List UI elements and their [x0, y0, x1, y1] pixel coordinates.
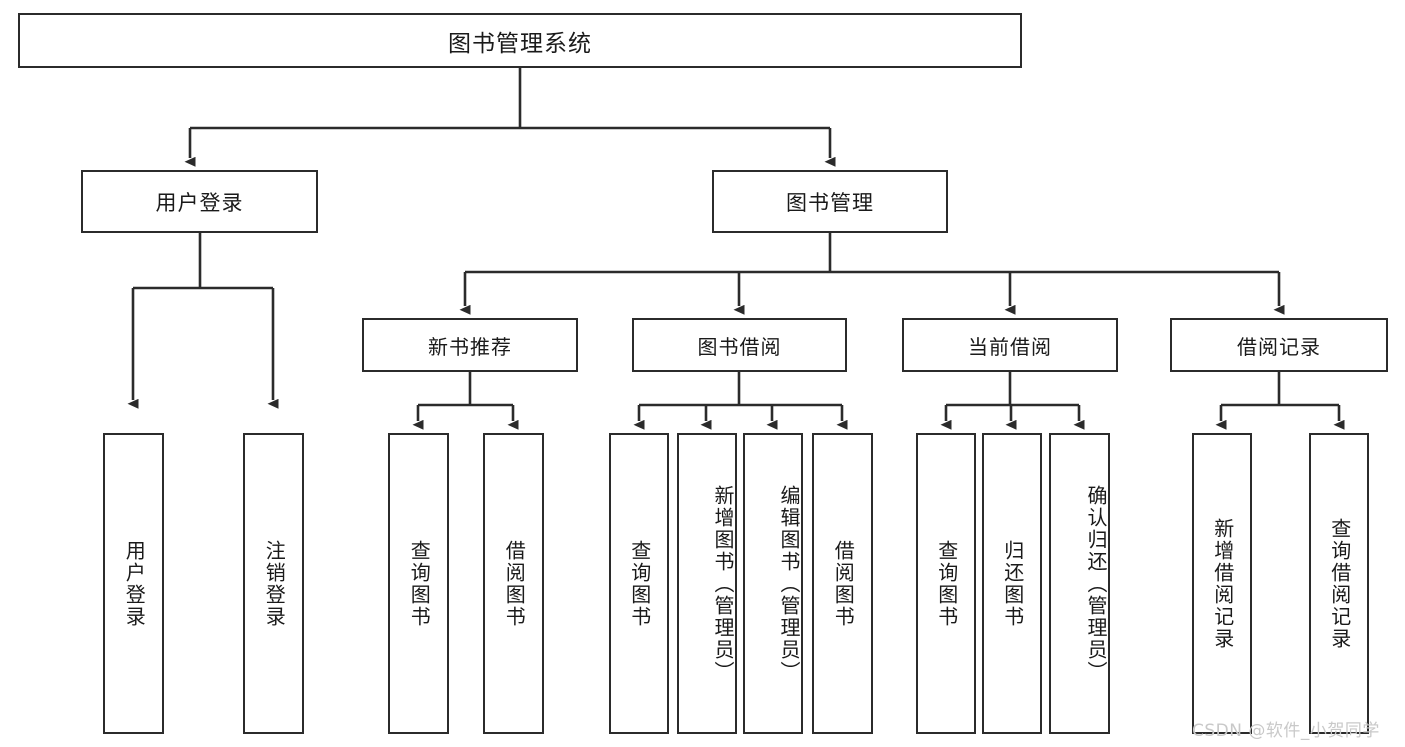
leaf-return-book[interactable]: 归还图书 — [982, 433, 1042, 734]
leaf-borrow-book[interactable]: 借阅图书 — [812, 433, 873, 734]
leaf-confirm-return-admin[interactable]: 确认归还（管理员） — [1049, 433, 1110, 734]
leaf-query-book-borrow[interactable]: 查询图书 — [609, 433, 669, 734]
leaf-borrow-book-newbook[interactable]: 借阅图书 — [483, 433, 544, 734]
node-book-borrow[interactable]: 图书借阅 — [632, 318, 847, 372]
leaf-query-book-current[interactable]: 查询图书 — [916, 433, 976, 734]
node-book-management[interactable]: 图书管理 — [712, 170, 948, 233]
leaf-query-book-newbook[interactable]: 查询图书 — [388, 433, 449, 734]
leaf-logout[interactable]: 注销登录 — [243, 433, 304, 734]
leaf-edit-book-admin[interactable]: 编辑图书（管理员） — [743, 433, 803, 734]
node-user-login[interactable]: 用户登录 — [81, 170, 318, 233]
leaf-query-borrow-record[interactable]: 查询借阅记录 — [1309, 433, 1369, 734]
node-borrow-record[interactable]: 借阅记录 — [1170, 318, 1388, 372]
node-new-book-recommend[interactable]: 新书推荐 — [362, 318, 578, 372]
leaf-user-login[interactable]: 用户登录 — [103, 433, 164, 734]
leaf-add-borrow-record[interactable]: 新增借阅记录 — [1192, 433, 1252, 734]
node-root[interactable]: 图书管理系统 — [18, 13, 1022, 68]
leaf-add-book-admin[interactable]: 新增图书（管理员） — [677, 433, 737, 734]
watermark-csdn: CSDN @软件_小贺同学 — [1192, 721, 1380, 741]
node-current-borrow[interactable]: 当前借阅 — [902, 318, 1118, 372]
